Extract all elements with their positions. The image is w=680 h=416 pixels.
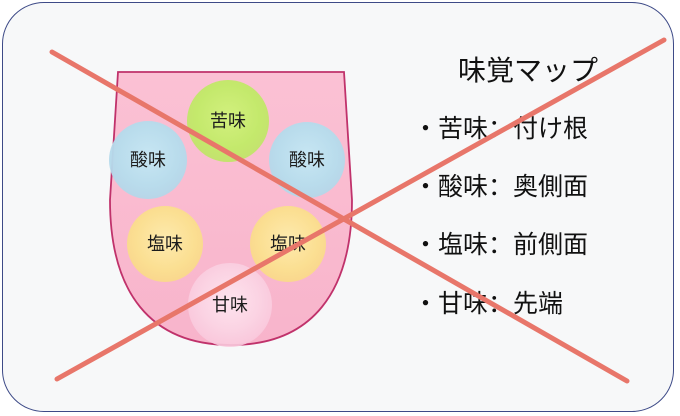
taste-zone-salty-left: 塩味 xyxy=(127,206,203,282)
taste-zone-salty-right: 塩味 xyxy=(250,206,326,282)
zone-label-sweet: 甘味 xyxy=(212,295,248,316)
strikethrough-line-1 xyxy=(49,49,630,384)
strikethrough-cross xyxy=(49,37,667,384)
legend-item-sour: ・酸味：奥側面 xyxy=(413,172,588,201)
zone-label-sour-right: 酸味 xyxy=(289,150,325,171)
zone-label-bitter: 苦味 xyxy=(210,111,246,132)
taste-zone-sour-right: 酸味 xyxy=(269,122,345,198)
taste-zone-sour-left: 酸味 xyxy=(109,121,187,199)
taste-zone-bitter: 苦味 xyxy=(187,80,269,162)
zone-label-sour-left: 酸味 xyxy=(130,150,166,171)
zone-label-salty-right: 塩味 xyxy=(270,234,306,255)
taste-zone-sweet: 甘味 xyxy=(188,263,272,347)
legend-item-salty: ・塩味：前側面 xyxy=(413,230,588,259)
strikethrough-line-2 xyxy=(54,37,667,382)
legend-title: 味覚マップ xyxy=(458,54,598,87)
zone-label-salty-left: 塩味 xyxy=(147,234,183,255)
